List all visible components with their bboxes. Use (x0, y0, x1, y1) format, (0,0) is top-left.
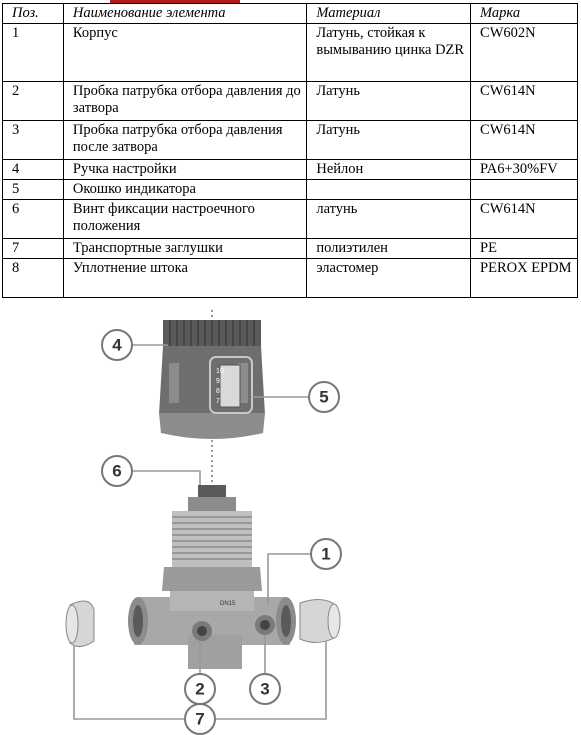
cell-name: Транспортные заглушки (62, 238, 308, 259)
cell-grade: PE (470, 238, 578, 259)
leader-line (267, 553, 310, 605)
header-name: Наименование элемента (62, 3, 308, 24)
leader-line (216, 641, 327, 720)
cell-name: Окошко индикатора (62, 179, 308, 200)
scale-digit: 10 (216, 368, 224, 375)
cell-name: Пробка патрубка отбора давления после за… (62, 120, 308, 160)
cell-grade: CW602N (470, 23, 578, 82)
cell-grade: CW614N (470, 199, 578, 239)
pressure-plug-before (192, 621, 212, 641)
header-pos: Поз. (2, 3, 64, 24)
table-row: 2 Пробка патрубка отбора давления до зат… (2, 81, 578, 121)
callout-circle (101, 329, 133, 361)
table-row: 6 Винт фиксации настроечного положения л… (2, 199, 578, 239)
cell-grade: PA6+30%FV (470, 159, 578, 180)
cell-pos: 6 (2, 199, 64, 239)
transport-cap-left (65, 600, 95, 647)
cell-material: латунь (306, 199, 472, 239)
callout-number: 3 (260, 680, 269, 699)
cell-material: Латунь (306, 81, 472, 121)
table-row: 8 Уплотнение штока эластомер PEROX EPDM (2, 258, 578, 298)
cell-material: полиэтилен (306, 238, 472, 259)
callout-circle (101, 455, 133, 487)
cell-material: Латунь, стойкая к вымыванию цинка DZR (306, 23, 472, 82)
cell-pos: 8 (2, 258, 64, 298)
cell-pos: 5 (2, 179, 64, 200)
cell-grade: PEROX EPDM (470, 258, 578, 298)
callout-number: 5 (319, 388, 328, 407)
cell-name: Пробка патрубка отбора давления до затво… (62, 81, 308, 121)
callout-circle (310, 538, 342, 570)
cell-name: Корпус (62, 23, 308, 82)
cell-grade: CW614N (470, 81, 578, 121)
callout-circle (308, 381, 340, 413)
cell-name: Ручка настройки (62, 159, 308, 180)
callout-number: 6 (112, 462, 121, 481)
pressure-plug-after (255, 615, 275, 635)
transport-cap-right (299, 599, 341, 643)
leader-line (73, 645, 184, 720)
adjustment-knob (159, 320, 265, 439)
cell-pos: 3 (2, 120, 64, 160)
body-marking: DN15 (220, 601, 236, 607)
cell-name: Уплотнение штока (62, 258, 308, 298)
callout-number: 1 (321, 545, 330, 564)
cell-pos: 2 (2, 81, 64, 121)
table-row: 3 Пробка патрубка отбора давления после … (2, 120, 578, 160)
scale-digit: 9 (216, 378, 220, 385)
indicator-window: 10 9 8 7 (209, 356, 253, 414)
cell-grade: CW614N (470, 120, 578, 160)
table-row: 4 Ручка настройки Нейлон PA6+30%FV (2, 159, 578, 180)
leader-line (132, 470, 201, 485)
cell-pos: 7 (2, 238, 64, 259)
cell-material: Нейлон (306, 159, 472, 180)
callout-circle (249, 673, 281, 705)
valve-bonnet (162, 511, 262, 591)
callout-number: 7 (195, 710, 204, 729)
valve-drawing: 10 9 8 7 (65, 310, 342, 735)
valve-exploded-figure: 10 9 8 7 (60, 305, 360, 735)
scale-digit: 8 (216, 388, 220, 395)
scale-digit: 7 (216, 398, 220, 405)
callout-number: 4 (112, 336, 122, 355)
table-header-row: Поз. Наименование элемента Материал Марк… (2, 3, 578, 24)
cell-material: эластомер (306, 258, 472, 298)
valve-body: DN15 (128, 591, 296, 669)
top-red-line (110, 0, 240, 3)
cell-grade (470, 179, 578, 200)
table-row: 5 Окошко индикатора (2, 179, 578, 200)
cell-name: Винт фиксации настроечного положения (62, 199, 308, 239)
table-row: 7 Транспортные заглушки полиэтилен PE (2, 238, 578, 259)
setting-screw (188, 485, 236, 511)
cell-material (306, 179, 472, 200)
cell-material: Латунь (306, 120, 472, 160)
cell-pos: 4 (2, 159, 64, 180)
header-material: Материал (306, 3, 472, 24)
header-grade: Марка (470, 3, 578, 24)
specification-table: Поз. Наименование элемента Материал Марк… (2, 3, 578, 298)
callout-circle (184, 703, 216, 735)
callout-number: 2 (195, 680, 204, 699)
table-row: 1 Корпус Латунь, стойкая к вымыванию цин… (2, 23, 578, 82)
cell-pos: 1 (2, 23, 64, 82)
